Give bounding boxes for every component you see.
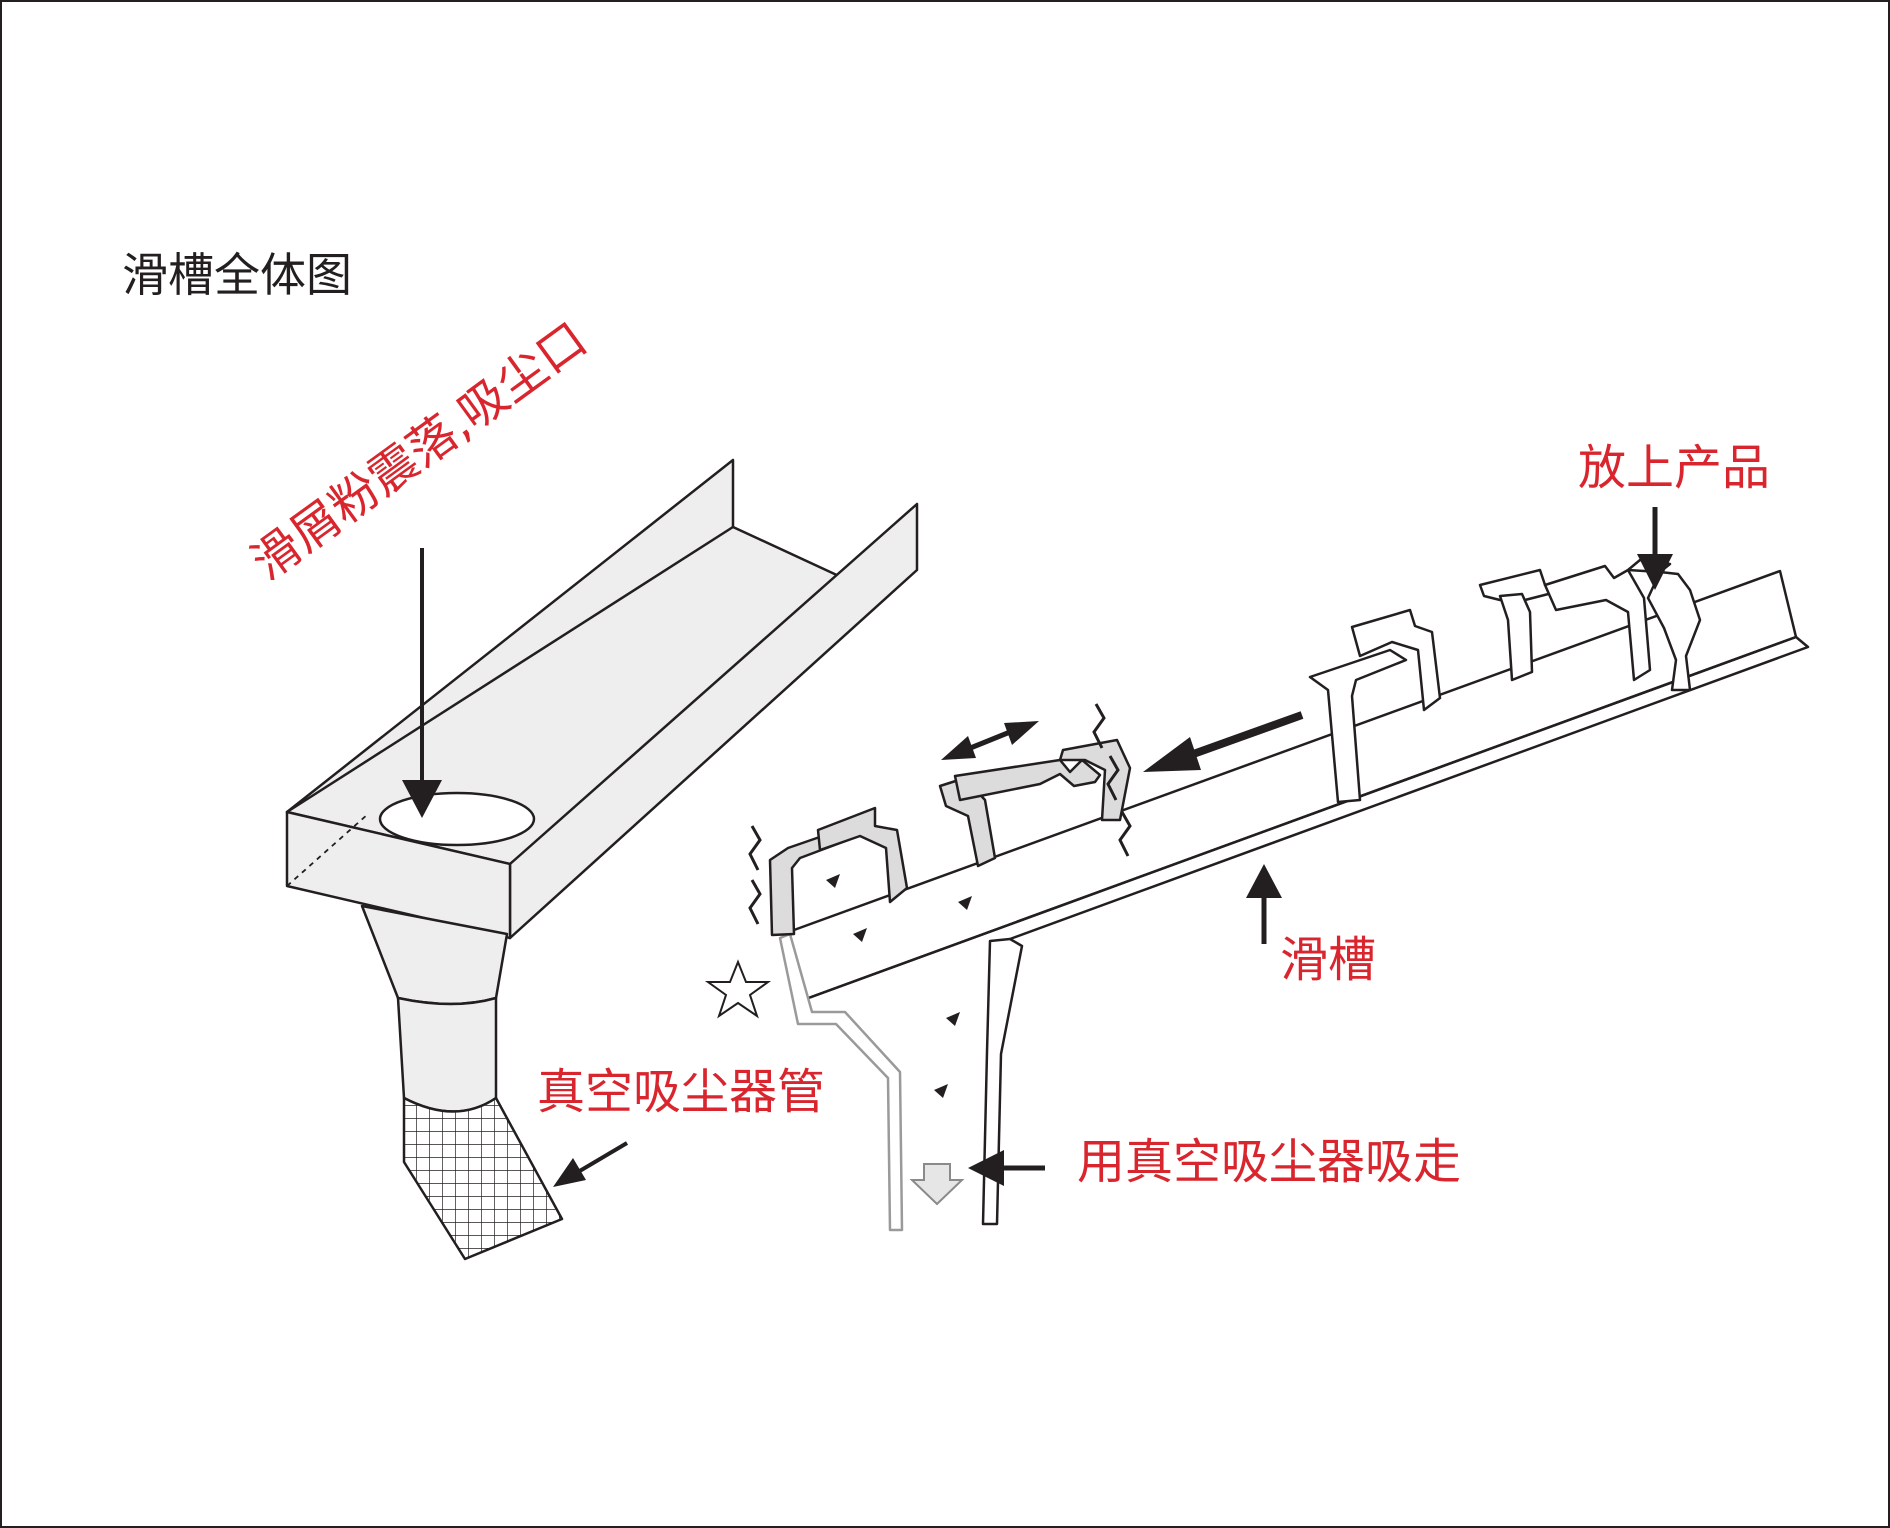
star-mark	[704, 959, 772, 1019]
chute-board-lip	[802, 635, 1810, 1002]
arrow-place-product	[1637, 507, 1673, 590]
label-chute: 滑槽	[1280, 932, 1377, 988]
label-vacuum-pipe: 真空吸尘器管	[537, 1064, 826, 1120]
page-title: 滑槽全体图	[122, 248, 352, 302]
vacuum-pipe-body	[396, 996, 498, 1113]
arrow-to-suction-port	[402, 548, 442, 818]
suction-port-hole	[378, 791, 536, 847]
hidden-edge	[286, 813, 369, 887]
arrow-to-hose	[553, 1141, 629, 1187]
label-vacuum-remove: 用真空吸尘器吸走	[1077, 1134, 1462, 1190]
chute-3d-view	[285, 458, 919, 1261]
arrow-chute-label	[1246, 864, 1282, 944]
arrow-vacuum-remove	[968, 1150, 1045, 1186]
slide-direction-arrow	[1143, 711, 1304, 772]
outlet-right-wall	[981, 937, 1024, 1226]
chute-cross-section	[768, 558, 1810, 1232]
vibration-marks	[748, 703, 1132, 925]
label-place-product: 放上产品	[1578, 440, 1771, 496]
vacuum-hose-mesh	[402, 1096, 564, 1261]
suction-flow-arrow	[909, 1163, 965, 1206]
chute-end-face	[285, 810, 512, 940]
falling-debris	[826, 874, 972, 1098]
outlet-left-wall	[778, 932, 904, 1232]
shake-double-arrow	[941, 721, 1039, 760]
